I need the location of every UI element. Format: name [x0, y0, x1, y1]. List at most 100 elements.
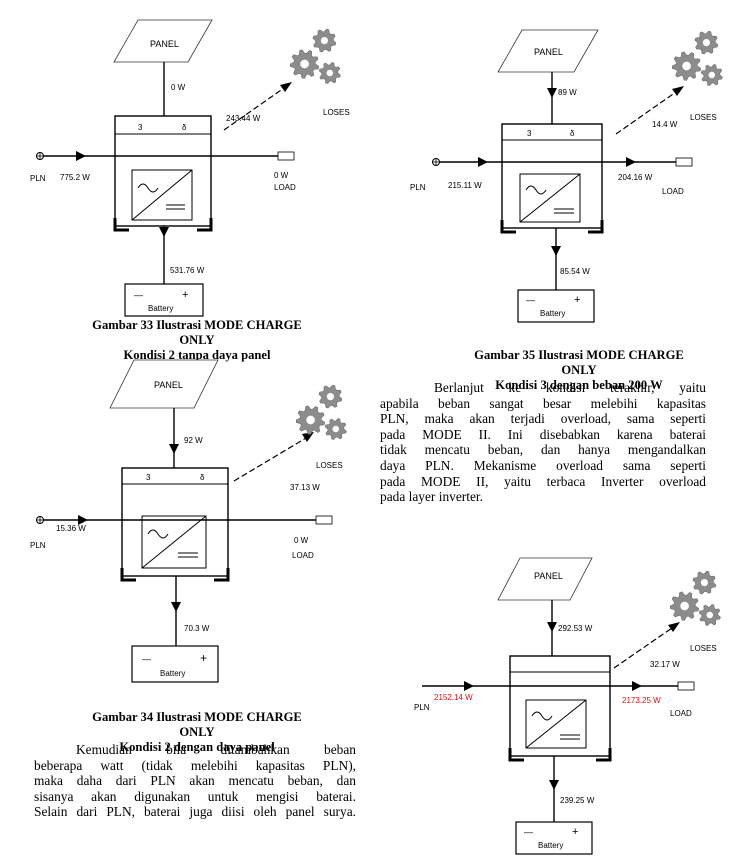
panel-power: 0 W	[171, 83, 186, 92]
converter-sine	[525, 185, 547, 195]
paragraph-line: apabila beban sangat besar melebihi kapa…	[380, 395, 706, 411]
loses-label: LOSES	[316, 461, 343, 470]
gear-hole	[332, 425, 340, 433]
paragraph-line: beberapa watt (tidak melebihi kapasitas …	[34, 757, 356, 773]
gear-hole	[702, 39, 710, 47]
paragraph-right: Berlanjut ke kondisi terakhir, yaitu apa…	[380, 380, 706, 505]
panel-label: PANEL	[150, 39, 179, 49]
diagram-svg: PANEL 89 W 3 δ PLN 215.11 W 204.16 W LOA…	[410, 29, 723, 323]
converter-sine	[147, 529, 169, 539]
gears-icon	[295, 384, 347, 440]
slot-2: δ	[570, 129, 575, 138]
battery-minus: —	[524, 827, 533, 837]
battery-label: Battery	[538, 841, 563, 850]
battery-power: 531.76 W	[170, 266, 205, 275]
converter-diagonal	[525, 699, 587, 749]
solar-panel	[109, 359, 219, 409]
load-power: 0 W	[274, 171, 289, 180]
paragraph-line: pada MODE II, yaitu terbaca Inverter ove…	[380, 473, 706, 489]
battery-label: Battery	[148, 304, 173, 313]
battery-box	[515, 821, 593, 855]
paragraph-line: pada MODE II. Ini disebabkan karena bate…	[380, 426, 706, 442]
converter-sine	[531, 711, 553, 721]
battery-box	[124, 283, 204, 317]
panel-arrow	[547, 622, 557, 632]
loses-arrow-line	[615, 91, 677, 135]
gear-hole	[300, 59, 309, 69]
converter-diagonal	[519, 173, 581, 223]
paragraph-line: PLN, maka akan terjadi overload, sama se…	[380, 411, 706, 427]
paragraph-line: sisanya akan digunakan untuk mengisi bat…	[34, 788, 356, 804]
load-arrow	[626, 157, 636, 167]
diagram-svg: PANEL 292.53 W PLN 2152.14 W 2173.25 W L…	[414, 557, 721, 855]
battery-power: 239.25 W	[560, 796, 595, 805]
loses-power: 32.17 W	[650, 660, 680, 669]
slot-1: 3	[527, 129, 532, 138]
battery-plus: +	[200, 651, 207, 665]
battery-arrow	[549, 780, 559, 790]
figure-35-diagram: PANEL 89 W 3 δ PLN 215.11 W 204.16 W LOA…	[404, 28, 734, 328]
inverter-foot-left	[113, 218, 129, 232]
caption-line-2: Kondisi 3 dengan beban 200 W	[495, 378, 663, 392]
battery-power: 70.3 W	[184, 624, 210, 633]
pln-power: 775.2 W	[60, 173, 90, 182]
battery-minus: —	[526, 295, 535, 305]
battery-arrow	[171, 602, 181, 612]
gear-hole	[326, 69, 334, 77]
load-terminal	[677, 681, 695, 691]
gear-hole	[326, 393, 334, 401]
battery-plus: +	[572, 826, 578, 838]
loses-arrow-head	[672, 86, 684, 96]
paragraph-left: Kemudian bila ditambahkan beban beberapa…	[34, 742, 356, 820]
caption-line-1: Gambar 34 Ilustrasi MODE CHARGE ONLY	[92, 710, 302, 739]
pln-arrow	[78, 515, 88, 525]
gears-icon	[289, 28, 341, 84]
loses-power: 243.44 W	[226, 114, 261, 123]
slot-2: δ	[200, 473, 205, 482]
loses-arrow-head	[302, 432, 314, 442]
paragraph-line: maka daha dari PLN akan mencatu beban, d…	[34, 773, 356, 789]
pln-label: PLN	[410, 183, 426, 192]
load-label: LOAD	[292, 551, 314, 560]
gear-hole	[706, 611, 714, 619]
load-label: LOAD	[670, 709, 692, 718]
inverter-foot-right	[588, 220, 604, 234]
caption-line-1: Gambar 35 Ilustrasi MODE CHARGE ONLY	[474, 348, 684, 377]
panel-arrow	[547, 88, 557, 98]
figure-36-diagram: PANEL 292.53 W PLN 2152.14 W 2173.25 W L…	[414, 556, 734, 856]
load-power: 2173.25 W	[622, 696, 661, 705]
pln-power: 215.11 W	[448, 181, 482, 190]
gear-hole	[700, 579, 708, 587]
battery-box	[131, 645, 219, 683]
pln-arrow	[464, 681, 474, 691]
inverter-foot-right	[214, 568, 230, 582]
converter-diagonal	[141, 515, 207, 569]
loses-label: LOSES	[690, 644, 717, 653]
solar-panel	[497, 29, 599, 73]
load-arrow	[632, 681, 642, 691]
slot-1: 3	[146, 473, 151, 482]
solar-panel	[113, 19, 213, 63]
pln-arrow	[478, 157, 488, 167]
load-label: LOAD	[274, 183, 296, 192]
load-terminal	[315, 515, 333, 525]
paragraph-line: Berlanjut ke kondisi terakhir, yaitu	[434, 380, 706, 395]
paragraph-line: Selain dari PLN, baterai juga diisi oleh…	[34, 804, 356, 820]
inverter-foot-left	[508, 748, 524, 762]
loses-arrow-line	[613, 627, 673, 669]
pln-label: PLN	[30, 174, 46, 183]
pln-label: PLN	[30, 541, 46, 550]
caption-line-2: Kondisi 2 dengan daya panel	[119, 740, 275, 754]
gear-hole	[708, 71, 716, 79]
paragraph-line: daya PLN. Mekanisme overload sama sepert…	[380, 457, 706, 473]
figure-34-caption: Gambar 34 Ilustrasi MODE CHARGE ONLY Kon…	[86, 710, 308, 755]
figure-34-diagram: PANEL 92 W 3 δ PLN 15.36 W 0 W LOAD 70.3…	[30, 356, 360, 686]
figure-35-caption: Gambar 35 Ilustrasi MODE CHARGE ONLY Kon…	[458, 348, 700, 393]
slot-2: δ	[182, 123, 187, 132]
caption-line-1: Gambar 33 Ilustrasi MODE CHARGE ONLY	[92, 318, 302, 347]
slot-1: 3	[138, 123, 143, 132]
battery-power: 85.54 W	[560, 267, 590, 276]
battery-minus: —	[134, 290, 143, 300]
diagram-svg: PANEL 92 W 3 δ PLN 15.36 W 0 W LOAD 70.3…	[30, 359, 347, 683]
pln-power: 2152.14 W	[434, 693, 473, 702]
